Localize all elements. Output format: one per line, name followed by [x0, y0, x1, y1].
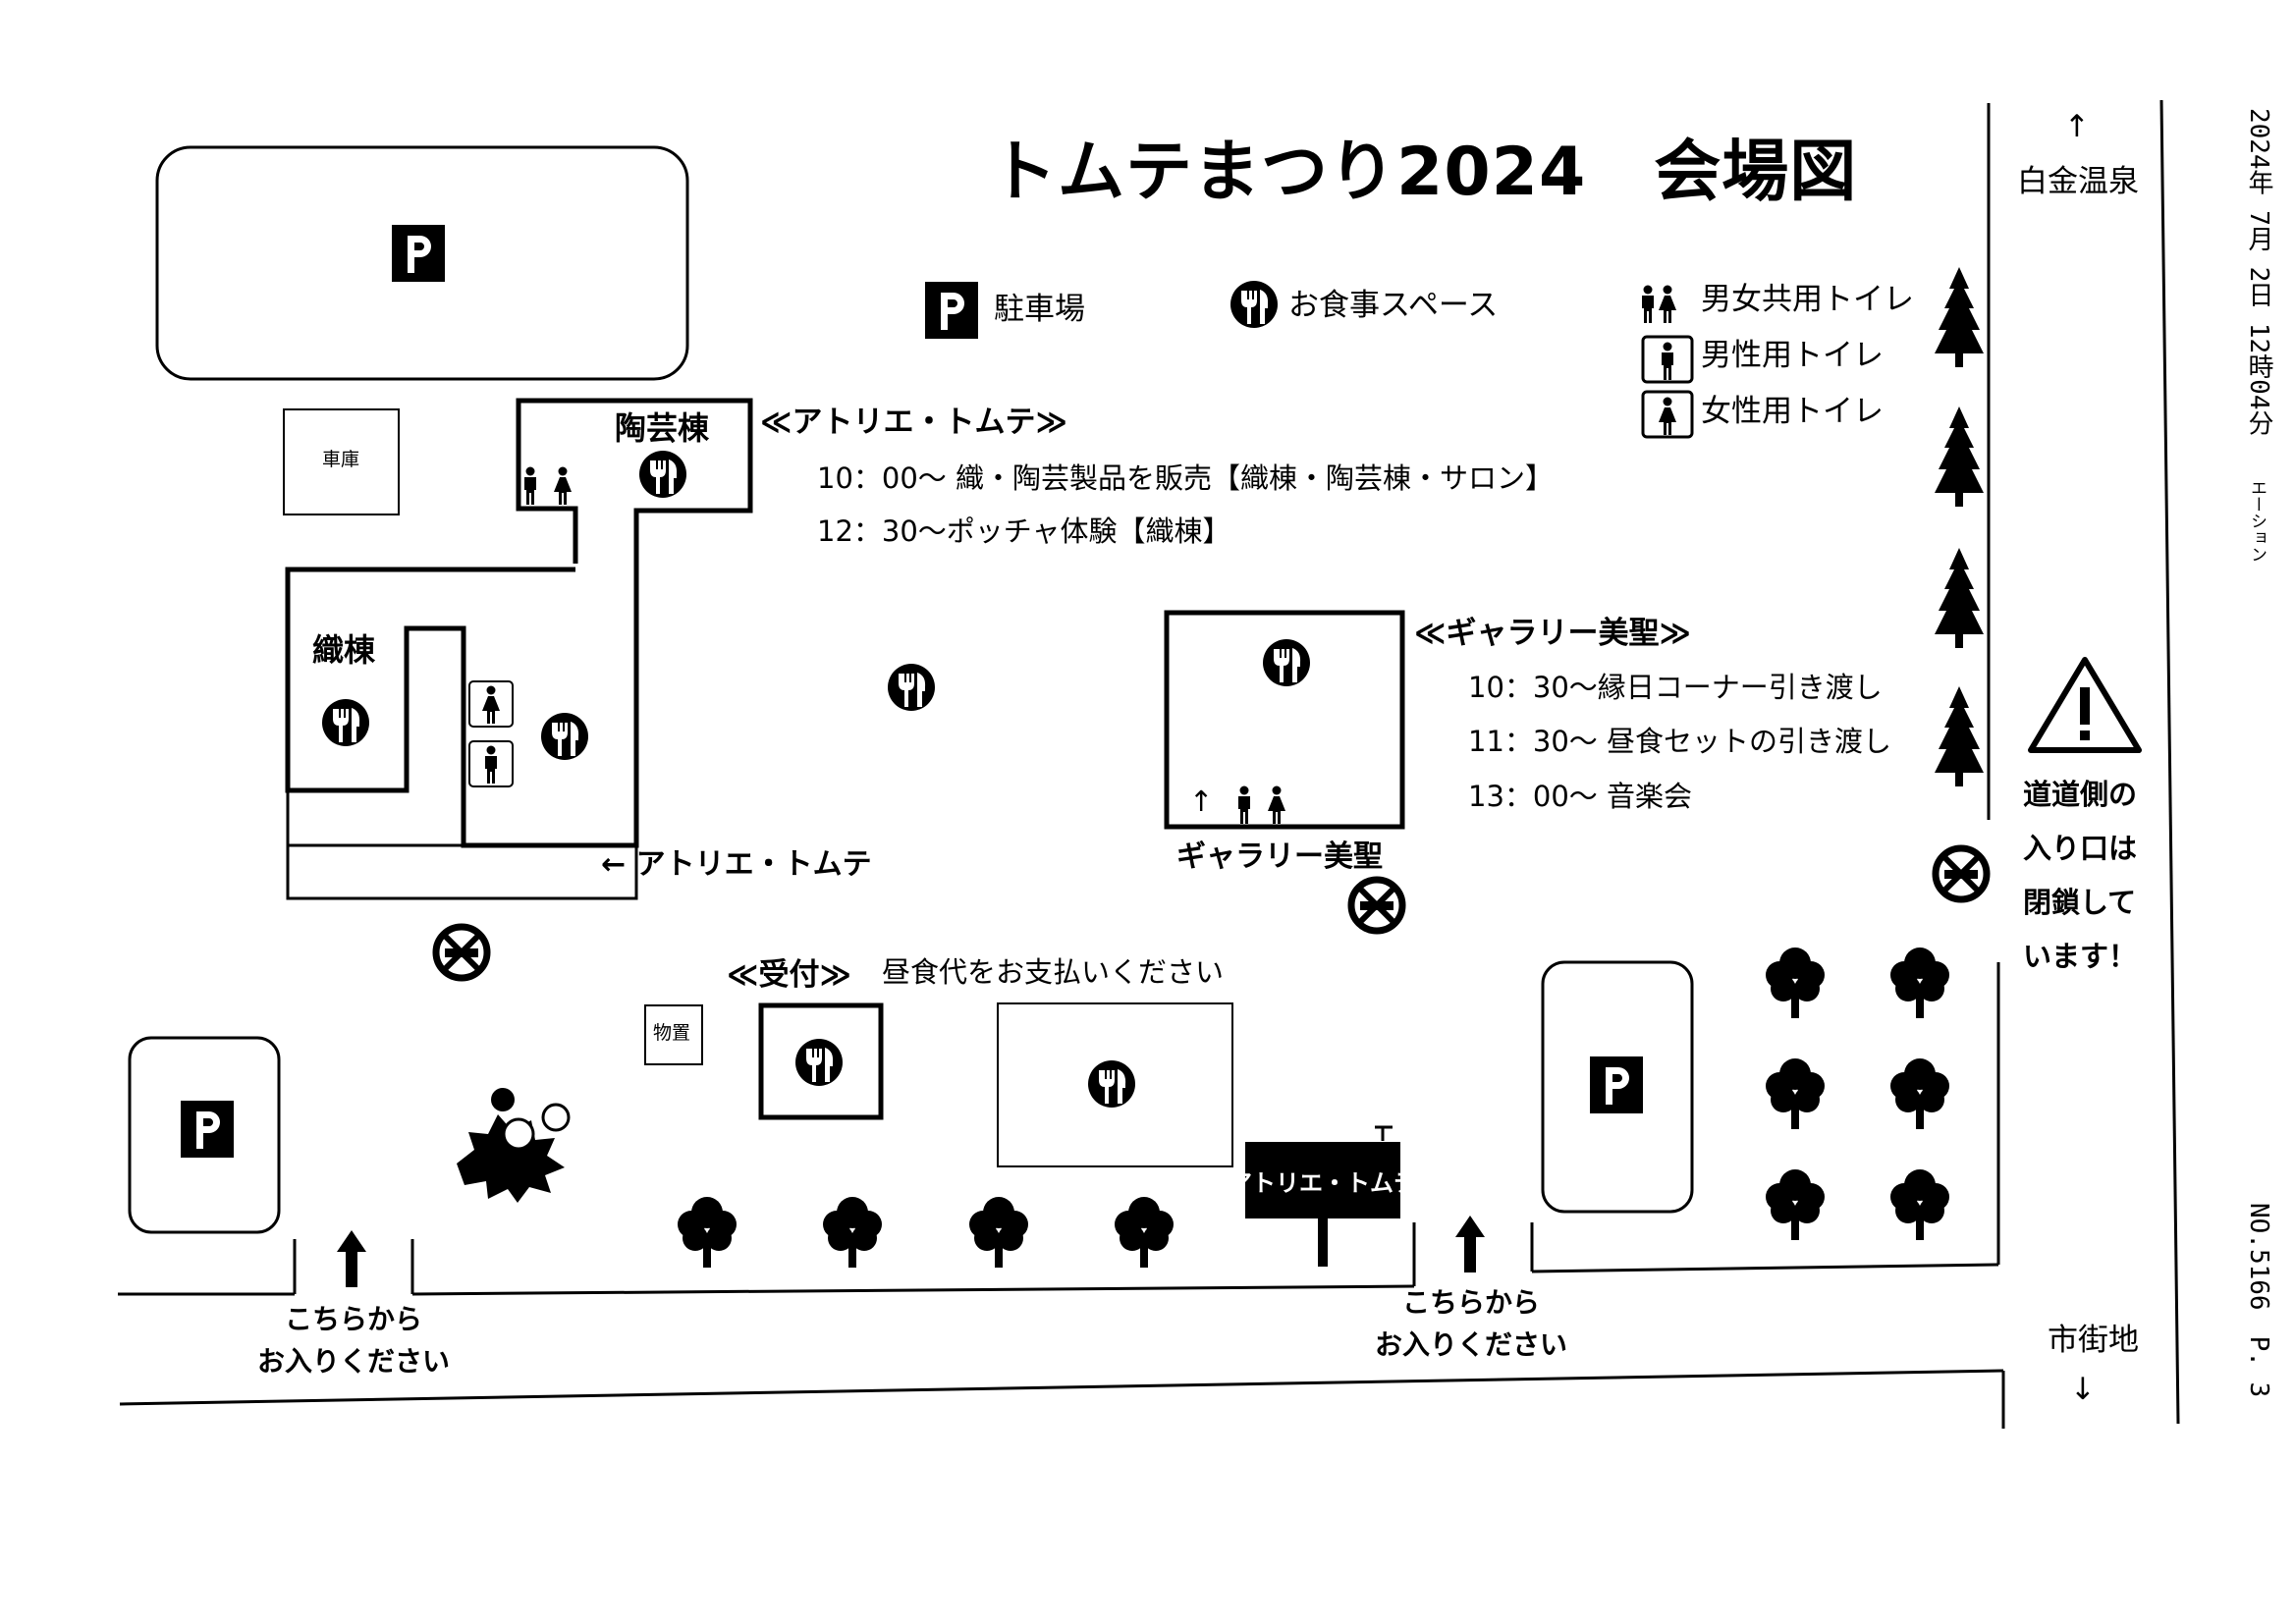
no-entry-icon [1351, 880, 1402, 931]
atelier-building [285, 398, 753, 900]
entrance-arrows [337, 1216, 1485, 1287]
unisex-toilet-icon [1268, 785, 1285, 824]
gallery-schedule-1: 10：30～縁日コーナー引き渡し [1468, 671, 1883, 704]
gallery-building-label: ギャラリー美聖 [1176, 839, 1383, 874]
pottery-building-label: 陶芸棟 [615, 409, 710, 447]
fax-page-number: NO.5166 P. 3 [2244, 1203, 2273, 1398]
legend-unisex-toilet-label: 男女共用トイレ [1701, 282, 1914, 317]
legend-mens-toilet-label: 男性用トイレ [1701, 338, 1884, 373]
hot-spring-label: 白金温泉 [2017, 164, 2139, 199]
gallery-schedule-2: 11：30～ 昼食セットの引き渡し [1468, 725, 1892, 758]
warning-line-2: 入り口は [2023, 832, 2138, 866]
entrance-east-line2: お入りください [1374, 1328, 1567, 1362]
tree-icon [1935, 406, 1984, 507]
broadleaf-trees [678, 947, 1949, 1268]
no-entry-icon [436, 927, 487, 978]
parking-lot-southwest [128, 1036, 281, 1234]
man-toilet-icon [485, 745, 497, 784]
entrance-west: こちらから お入りください [246, 1298, 462, 1383]
tree-icon [1890, 1169, 1949, 1240]
parking-icon [392, 225, 445, 282]
unisex-toilet-icon [524, 466, 536, 505]
tree-icon [969, 1197, 1028, 1268]
unisex-toilet-icon [1659, 285, 1676, 323]
warning-line-3: 閉鎖して [2023, 886, 2137, 920]
atelier-heading: ≪アトリエ・トムテ≫ [760, 405, 1067, 440]
weaving-building-label: 織棟 [312, 631, 376, 669]
fork-knife-icon [888, 664, 935, 711]
tree-icon [1890, 947, 1949, 1018]
fax-sender: エーション [2247, 479, 2267, 563]
toilet-icons [468, 285, 1694, 824]
fork-knife-icon [795, 1039, 843, 1086]
parking-icon [925, 282, 978, 339]
fork-knife-icon [541, 713, 588, 760]
no-entry-icon [1936, 848, 1987, 899]
tree-icon [1935, 267, 1984, 367]
reception-tent [758, 1002, 884, 1120]
flower-bed [457, 1088, 571, 1203]
dining-tent [997, 1002, 1233, 1167]
roads [118, 99, 2180, 1429]
fork-knife-icon [322, 699, 369, 746]
entrance-east-line1: こちらから [1401, 1286, 1540, 1319]
tree-icon [1115, 1197, 1174, 1268]
tree-icon [678, 1197, 737, 1268]
unisex-toilet-icon [1238, 785, 1250, 824]
fork-knife-icon [639, 451, 686, 498]
gallery-heading: ≪ギャラリー美聖≫ [1414, 616, 1691, 651]
woman-toilet-icon [482, 685, 500, 724]
warning-line-1: 道道側の [2023, 778, 2138, 811]
tree-icon [1935, 548, 1984, 648]
atelier-direction-label: ← アトリエ・トムテ [601, 847, 872, 882]
fax-datetime: 2024年 7月 2日 12時04分 [2244, 108, 2273, 436]
city-label: 市街地 [2048, 1323, 2139, 1358]
reception-heading: ≪受付≫ [727, 957, 851, 993]
tree-icon [1766, 947, 1825, 1018]
fork-knife-icon [1230, 281, 1278, 328]
storage-building [644, 1004, 703, 1065]
atelier-schedule-2: 12：30～ポッチャ体験【織棟】 [817, 514, 1231, 548]
hot-spring-arrow: ↑ [2064, 109, 2090, 144]
unisex-toilet-icon [1642, 285, 1654, 323]
reception-note: 昼食代をお支払いください [882, 955, 1225, 989]
tree-icon [1766, 1058, 1825, 1129]
conifer-trees [1935, 267, 1984, 786]
legend-parking-label: 駐車場 [994, 292, 1085, 327]
atelier-sign-board: アトリエ・トムテ [1229, 1142, 1417, 1218]
fork-knife-icon [1088, 1060, 1135, 1108]
gallery-entrance-arrow: ↑ [1189, 785, 1214, 818]
warning-triangle-icon [2028, 657, 2142, 753]
gallery-building [1164, 610, 1405, 830]
tree-icon [1766, 1169, 1825, 1240]
parking-lot-north [155, 145, 689, 381]
gallery-schedule-3: 13：00～ 音楽会 [1468, 780, 1693, 813]
tree-icon [1890, 1058, 1949, 1129]
garage-label: 車庫 [322, 449, 360, 470]
unisex-toilet-icon [554, 466, 572, 505]
legend-womens-toilet-label: 女性用トイレ [1701, 394, 1884, 429]
page-title: トムテまつり2024 会場図 [990, 134, 1858, 211]
parking-icon [1590, 1056, 1643, 1113]
fork-knife-icon [1263, 639, 1310, 686]
entrance-east: こちらから お入りください [1363, 1281, 1579, 1367]
storage-label: 物置 [653, 1022, 691, 1044]
parking-lot-east [1541, 960, 1694, 1214]
warning-notice: 道道側の 入り口は 閉鎖して います！ [2023, 768, 2137, 984]
legend-dining-label: お食事スペース [1288, 288, 1499, 323]
woman-toilet-icon [1659, 397, 1676, 435]
entrance-west-line1: こちらから [284, 1303, 422, 1335]
sign-post [1318, 1125, 1393, 1267]
tree-icon [1935, 686, 1984, 786]
parking-icon [181, 1101, 234, 1158]
atelier-schedule-1: 10：00～ 織・陶芸製品を販売【織棟・陶芸棟・サロン】 [817, 461, 1555, 495]
man-toilet-icon [1662, 342, 1673, 380]
garage-building [283, 408, 400, 515]
entrance-west-line2: お入りください [256, 1345, 450, 1379]
warning-line-4: います！ [2023, 940, 2138, 974]
tree-icon [823, 1197, 882, 1268]
city-arrow: ↓ [2070, 1372, 2096, 1407]
